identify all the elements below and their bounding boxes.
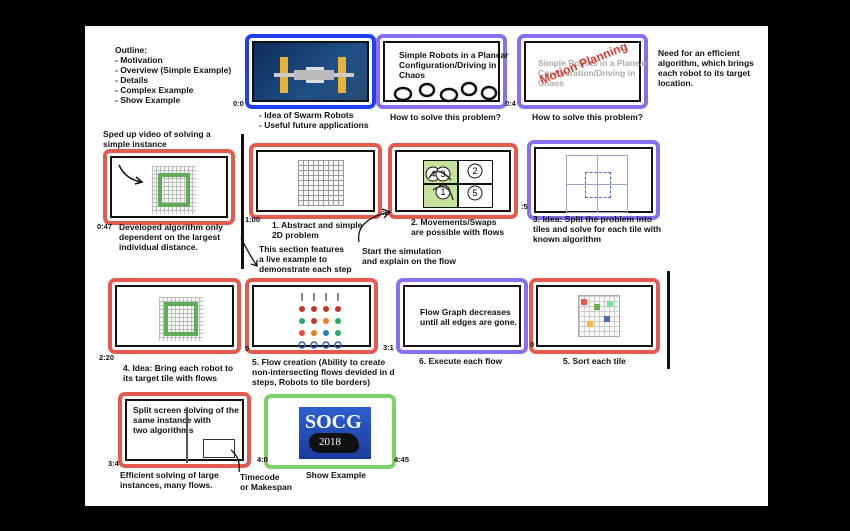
caption-start-simulation: Start the simulation and explain on the … [362, 246, 456, 266]
outline-item-show: - Show Example [115, 95, 181, 105]
card-idea-4[interactable] [108, 278, 241, 354]
motion-faded-line-3: Chaos [538, 78, 564, 88]
timecode-2: 0:47 [97, 222, 113, 231]
split-screen-text: Split screen solving of the same instanc… [133, 405, 239, 435]
timecode-9: 0 [530, 340, 535, 349]
timecode-5: :5 [521, 202, 528, 211]
timecode-7: 0 [245, 344, 250, 353]
section-divider-1 [241, 134, 244, 269]
movement-node-label: 4 [430, 169, 435, 179]
caption-efficient: Efficient solving of large instances, ma… [120, 470, 219, 490]
timecode-11: 4:0 [257, 455, 268, 464]
timecode-10: 3:4 [108, 459, 119, 468]
simple-robots-line-1: Simple Robots in a Planear [399, 50, 509, 60]
card-movements[interactable]: 2 4 3 1 5 [388, 143, 518, 219]
outline-item-details: - Details [115, 75, 149, 85]
caption-abstract: 1. Abstract and simple 2D problem [272, 220, 363, 240]
swarm-bullet-1: - Idea of Swarm Robots [259, 110, 354, 120]
caption-how-to-solve-1: How to solve this problem? [390, 112, 501, 122]
caption-how-to-solve-2: How to solve this problem? [532, 112, 643, 122]
timecode-6: 2:20 [99, 353, 115, 362]
outline-title: Outline: [115, 45, 148, 55]
socg-logo-word: SOCG [305, 411, 362, 433]
caption-execute-flow: 6. Execute each flow [419, 356, 503, 366]
card-abstract-2d[interactable] [249, 143, 382, 219]
card-show-example[interactable]: SOCG 2018 [264, 394, 396, 469]
robot-circles-sketch [393, 81, 498, 103]
socg-logo: SOCG 2018 [299, 407, 371, 459]
tile-diagram [566, 155, 628, 213]
caption-show-example: Show Example [306, 470, 366, 480]
caption-section-live: This section features a live example to … [259, 244, 352, 274]
caption-need-algorithm: Need for an efficient algorithm, which b… [658, 48, 754, 88]
timecode-1: 0:4 [505, 99, 516, 108]
split-screen-box [203, 439, 235, 458]
movement-node-label: 5 [472, 188, 477, 198]
simple-robots-line-3: Chaos [399, 70, 425, 80]
outline-item-overview: - Overview (Simple Example) [115, 65, 232, 75]
movement-nodes: 2 4 3 1 5 [425, 163, 483, 201]
sort-tile-grid [578, 295, 620, 337]
space-station-image [252, 41, 369, 102]
simple-robots-line-2: Configuration/Driving in [399, 60, 497, 70]
caption-sort-tile: 5. Sort each tile [563, 356, 626, 366]
timecode-3: 1:00 [245, 215, 261, 224]
socg-logo-year: 2018 [319, 436, 341, 448]
card-flow-creation[interactable] [245, 278, 378, 354]
caption-flow-creation: 5. Flow creation (Ability to create non-… [252, 357, 395, 387]
caption-timecode: Timecode or Makespan [240, 472, 292, 492]
split-screen-divider [186, 407, 188, 463]
outline-item-motivation: - Motivation [115, 55, 163, 65]
flow-graph-text: Flow Graph decreases until all edges are… [420, 307, 517, 327]
movement-node-label: 3 [440, 169, 445, 179]
card-swarm-robots[interactable] [245, 34, 376, 109]
card-simple-robots[interactable]: Simple Robots in a Planear Configuration… [376, 34, 509, 109]
caption-movements: 2. Movements/Swaps are possible with flo… [411, 217, 505, 237]
timecode-arrow [230, 449, 240, 473]
abstract-grid [298, 160, 344, 206]
card-split-tiles[interactable] [527, 140, 660, 220]
swarm-bullet-2: - Useful future applications [259, 120, 369, 130]
card-flow-graph[interactable]: Flow Graph decreases until all edges are… [396, 278, 528, 354]
timecode-0: 0:0 [233, 99, 244, 108]
card-split-screen[interactable]: Split screen solving of the same instanc… [118, 392, 251, 468]
outline-item-complex: - Complex Example [115, 85, 194, 95]
card-speedup-video[interactable] [103, 149, 235, 225]
caption-developed: Developed algorithm only dependent on th… [119, 222, 223, 252]
caption-idea-3: 3. Idea: Split the problem into tiles an… [533, 214, 662, 244]
motion-faded-line-2: Configuration/Driving in [538, 68, 636, 78]
section-divider-2 [667, 271, 670, 369]
caption-idea-4: 4. Idea: Bring each robot to its target … [123, 363, 234, 383]
timecode-12: 4:45 [394, 455, 410, 464]
movement-node-label: 2 [472, 166, 477, 176]
start-sim-arrow [357, 208, 392, 243]
timecode-8: 3:1 [383, 343, 394, 352]
caption-speedup: Sped up video of solving a simple instan… [103, 129, 211, 149]
flow-dots [298, 293, 342, 349]
section-arrow [240, 237, 258, 267]
space-station-icon [274, 57, 354, 93]
robot-ring-2 [164, 302, 198, 336]
motion-faded-line-1: Simple Robots in a Planear [538, 58, 648, 68]
movement-node-label: 1 [440, 187, 445, 197]
card-motion-planning[interactable]: Simple Robots in a Planear Configuration… [517, 34, 648, 109]
storyboard-canvas: Outline: - Motivation - Overview (Simple… [85, 26, 768, 506]
card-sort-tile[interactable] [529, 278, 660, 354]
arrow-sketch-icon [118, 164, 144, 185]
robot-ring [158, 173, 190, 207]
